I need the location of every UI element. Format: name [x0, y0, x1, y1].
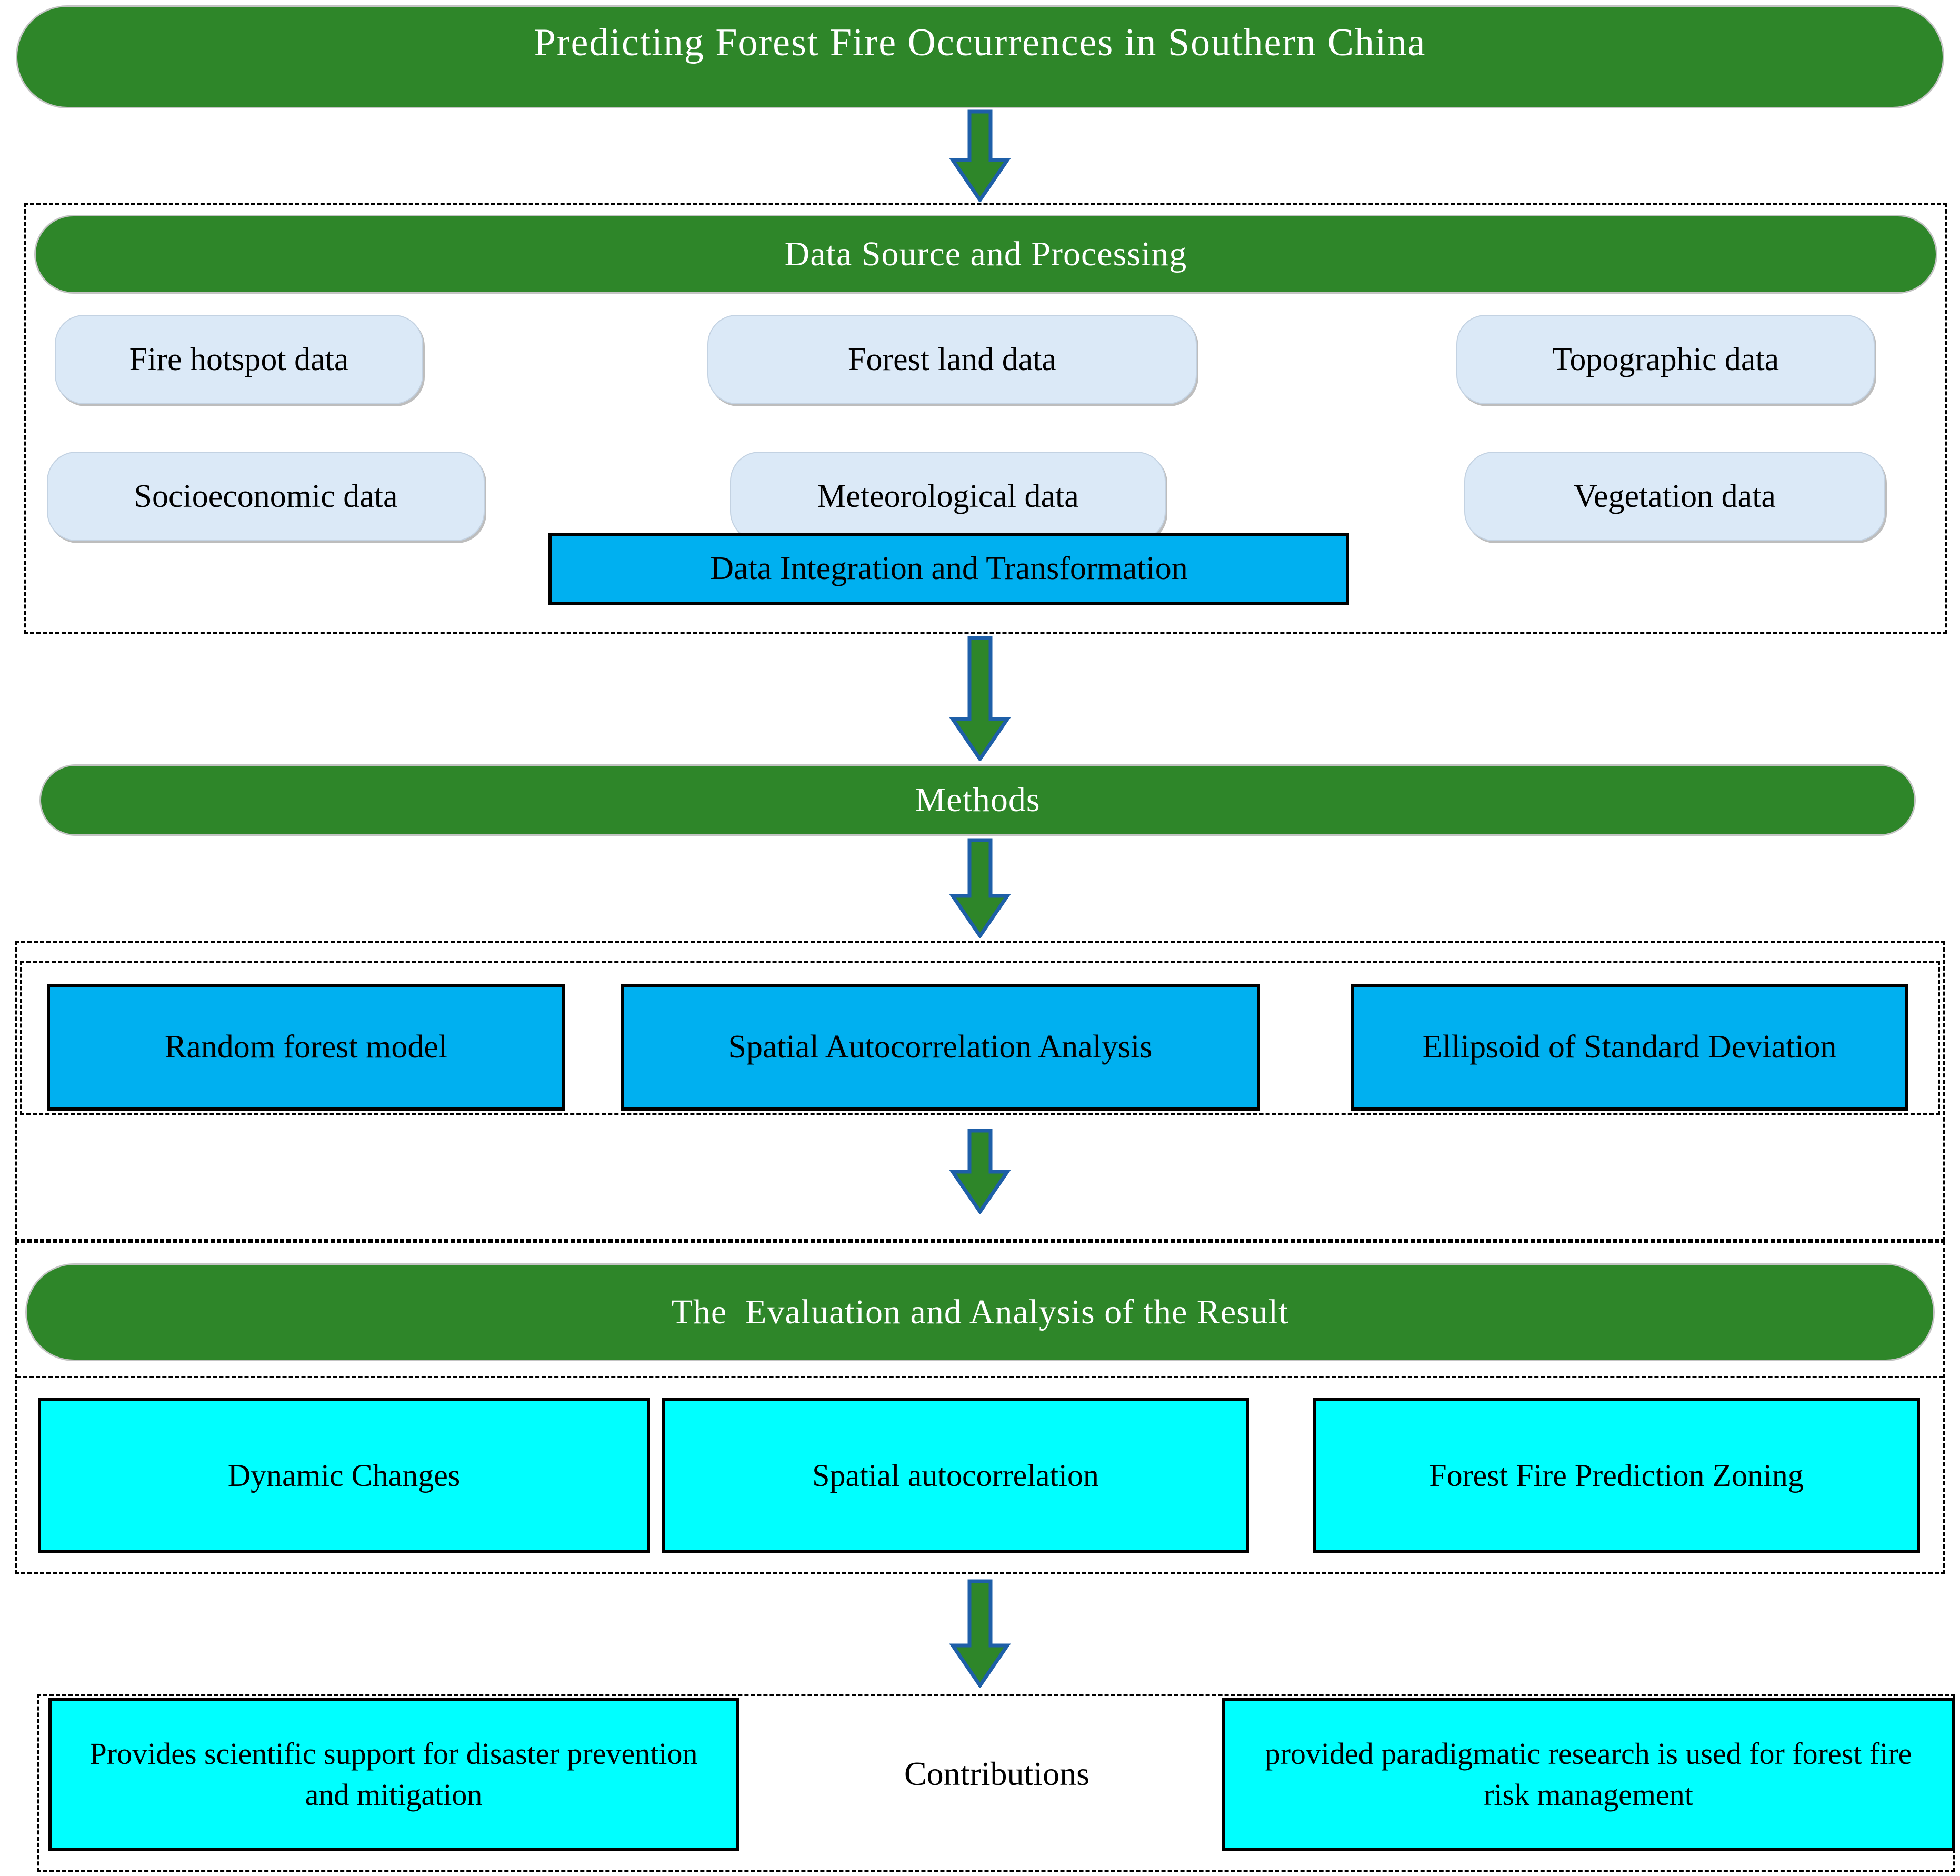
- pill-label: Meteorological data: [817, 478, 1079, 514]
- pill-label: Forest land data: [847, 341, 1056, 377]
- box-scientific-support: Provides scientific support for disaster…: [48, 1698, 739, 1851]
- pill-label: Fire hotspot data: [129, 341, 349, 377]
- contribution-box-label: provided paradigmatic research is used f…: [1265, 1736, 1912, 1812]
- title-banner: Predicting Forest Fire Occurrences in So…: [16, 5, 1944, 108]
- down-arrow-icon: [949, 838, 1011, 938]
- data-integration-box: Data Integration and Transformation: [548, 533, 1349, 605]
- pill-vegetation-data: Vegetation data: [1464, 452, 1885, 541]
- data-source-section: Data Source and Processing Fire hotspot …: [24, 203, 1947, 634]
- pill-fire-hotspot-data: Fire hotspot data: [55, 315, 423, 404]
- pill-topographic-data: Topographic data: [1456, 315, 1875, 404]
- contributions-label: Contributions: [904, 1755, 1090, 1792]
- evaluation-banner: The Evaluation and Analysis of the Resul…: [25, 1263, 1935, 1361]
- pill-socioeconomic-data: Socioeconomic data: [47, 452, 485, 541]
- data-source-banner: Data Source and Processing: [34, 215, 1937, 294]
- pill-meteorological-data: Meteorological data: [730, 452, 1166, 541]
- methods-banner-label: Methods: [915, 781, 1041, 819]
- dashed-divider: [17, 1376, 1943, 1378]
- pill-forest-land-data: Forest land data: [707, 315, 1197, 404]
- box-forest-fire-prediction-zoning: Forest Fire Prediction Zoning: [1313, 1398, 1920, 1553]
- box-spatial-autocorrelation-result: Spatial autocorrelation: [662, 1398, 1249, 1553]
- data-integration-label: Data Integration and Transformation: [710, 551, 1188, 587]
- methods-banner: Methods: [39, 764, 1916, 836]
- result-box-label: Dynamic Changes: [227, 1458, 461, 1493]
- methods-inner-box: Random forest model Spatial Autocorrelat…: [20, 961, 1940, 1115]
- down-arrow-icon: [949, 636, 1011, 761]
- result-box-label: Forest Fire Prediction Zoning: [1429, 1458, 1804, 1493]
- down-arrow-icon: [949, 109, 1011, 202]
- evaluation-section: The Evaluation and Analysis of the Resul…: [15, 1241, 1945, 1574]
- pill-label: Topographic data: [1552, 341, 1779, 377]
- contributions-section: Provides scientific support for disaster…: [37, 1694, 1955, 1872]
- title-banner-label: Predicting Forest Fire Occurrences in So…: [534, 21, 1426, 64]
- evaluation-banner-label: The Evaluation and Analysis of the Resul…: [671, 1293, 1289, 1331]
- pill-label: Vegetation data: [1574, 478, 1776, 514]
- down-arrow-icon: [949, 1579, 1011, 1688]
- result-box-label: Spatial autocorrelation: [812, 1458, 1099, 1493]
- box-random-forest-model: Random forest model: [47, 984, 565, 1111]
- contribution-box-label: Provides scientific support for disaster…: [89, 1736, 698, 1812]
- methods-section: Random forest model Spatial Autocorrelat…: [15, 941, 1945, 1241]
- box-ellipsoid-standard-deviation: Ellipsoid of Standard Deviation: [1351, 984, 1908, 1111]
- pill-label: Socioeconomic data: [134, 478, 398, 514]
- method-box-label: Spatial Autocorrelation Analysis: [728, 1029, 1153, 1065]
- down-arrow-icon: [949, 1129, 1011, 1214]
- box-dynamic-changes: Dynamic Changes: [38, 1398, 650, 1553]
- box-paradigmatic-research: provided paradigmatic research is used f…: [1222, 1698, 1955, 1851]
- data-source-banner-label: Data Source and Processing: [784, 235, 1187, 273]
- method-box-label: Random forest model: [164, 1029, 448, 1065]
- box-spatial-autocorrelation-analysis: Spatial Autocorrelation Analysis: [621, 984, 1260, 1111]
- method-box-label: Ellipsoid of Standard Deviation: [1422, 1029, 1837, 1065]
